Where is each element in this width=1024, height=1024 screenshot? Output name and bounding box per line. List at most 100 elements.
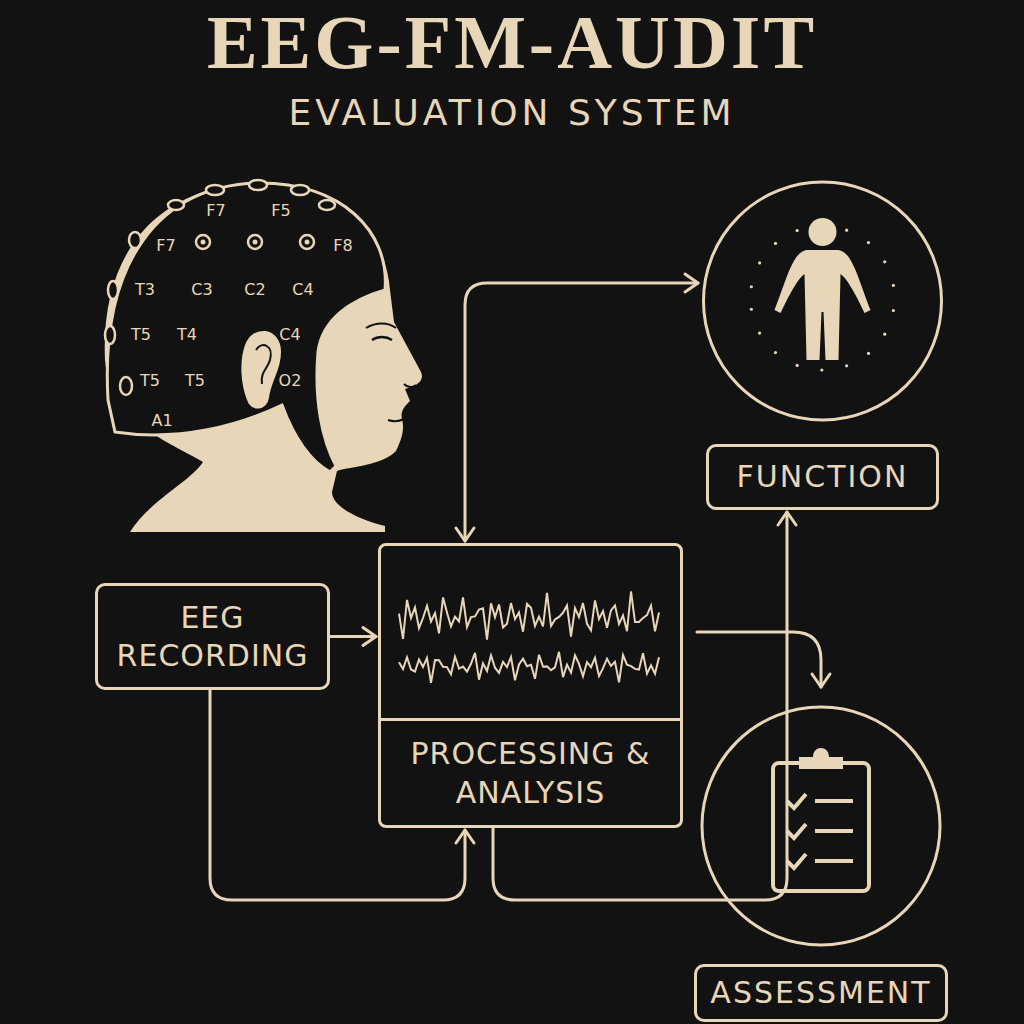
head-silhouette [105, 183, 422, 532]
eeg-waveform [399, 652, 659, 683]
eeg-waveform [399, 592, 659, 640]
node-label: ASSESSMENT [710, 975, 931, 1011]
connector-line [330, 635, 376, 638]
diagram-title: EEG-FM-AUDIT [207, 2, 817, 82]
aura-dot [750, 285, 753, 288]
electrode-label: A1 [151, 412, 172, 430]
analysis-box: PROCESSING & ANALYSIS [378, 543, 683, 828]
edge-electrode [249, 180, 267, 190]
electrode [300, 235, 314, 249]
waveform-panel [381, 546, 680, 716]
icon-circle [684, 705, 958, 949]
label-box: ASSESSMENT [694, 964, 947, 1022]
electrode-label: T4 [177, 326, 197, 344]
arrowhead [456, 830, 474, 843]
arrowhead [456, 528, 474, 541]
node-label: FUNCTION [737, 459, 909, 495]
aura-dot [796, 229, 799, 232]
aura-dot [758, 331, 761, 334]
clipboard-clip [799, 748, 843, 769]
outline-circle [702, 707, 940, 945]
electrode-label: O2 [279, 372, 302, 390]
node-label: PROCESSING & ANALYSIS [395, 734, 666, 812]
edge-electrode [108, 281, 118, 299]
electrode-label: C3 [191, 281, 212, 299]
aura-dot [774, 351, 777, 354]
connector [330, 628, 376, 646]
check-mark [787, 794, 806, 808]
aura-dot [867, 352, 870, 355]
edge-electrode [319, 200, 335, 210]
edge-electrode [105, 326, 115, 344]
arrowhead [685, 274, 698, 292]
aura-dot [796, 364, 799, 367]
electrode [248, 235, 262, 249]
electrode-dot [253, 240, 258, 245]
arrowhead [812, 674, 830, 687]
nostril [404, 384, 416, 387]
check-mark [787, 824, 806, 838]
outline-circle [704, 182, 942, 420]
electrode-label: T5 [140, 372, 160, 390]
ear [240, 330, 282, 410]
aura-dot [883, 260, 886, 263]
aura-dot [820, 224, 823, 227]
edge-electrode [206, 185, 224, 195]
aura-dot [845, 364, 848, 367]
electrode-label: F7 [206, 202, 225, 220]
aura-dot [892, 284, 895, 287]
electrode-label: T3 [135, 281, 155, 299]
assessment-node: ASSESSMENT [684, 705, 958, 1022]
analysis-label-area: PROCESSING & ANALYSIS [381, 718, 680, 825]
check-line [815, 859, 853, 863]
electrode-label: C2 [244, 281, 265, 299]
electrode-dot [201, 240, 206, 245]
node-label: EEG RECORDING [112, 599, 313, 674]
electrode-label: T5 [185, 372, 205, 390]
check-mark [787, 854, 806, 868]
aura-dot [820, 368, 823, 371]
arrowhead [363, 628, 376, 646]
aura-dot [758, 261, 761, 264]
clipboard-board [773, 763, 869, 891]
electrode [196, 235, 210, 249]
figure-head [809, 218, 837, 246]
function-node: FUNCTION [700, 180, 945, 510]
electrode-dots [201, 240, 310, 245]
aura-dot [867, 241, 870, 244]
connector [697, 632, 830, 687]
subtitle: EVALUATION SYSTEM [289, 92, 736, 133]
eye [372, 337, 392, 340]
connector-line [697, 632, 821, 687]
aura-dot [892, 309, 895, 312]
edge-electrode [120, 377, 132, 395]
cap-electrodes [105, 180, 335, 395]
electrode-label: F7 [156, 237, 175, 255]
electrode-label: F8 [333, 237, 352, 255]
electrode-label: T5 [131, 326, 151, 344]
aura-dot [774, 242, 777, 245]
edge-electrode [291, 185, 309, 195]
aura-dot [845, 229, 848, 232]
mouth [388, 419, 404, 421]
electrode-dot [305, 240, 310, 245]
brow [366, 324, 396, 329]
electrode-label: F5 [271, 202, 290, 220]
arrowhead [778, 512, 796, 525]
ear-inner [256, 345, 271, 384]
aura-dot [750, 308, 753, 311]
electrode-label: C4 [292, 281, 313, 299]
check-line [815, 829, 853, 833]
edge-electrode [168, 200, 184, 210]
electrode-label: C4 [279, 326, 300, 344]
eeg-cap [107, 183, 385, 472]
process-box: EEG RECORDING [95, 583, 330, 690]
connector-line [465, 283, 698, 541]
icon-circle [700, 180, 945, 424]
edge-electrode [129, 232, 141, 248]
connector [456, 274, 698, 541]
aura-dot [883, 333, 886, 336]
label-box: FUNCTION [706, 444, 939, 510]
human-figure [775, 250, 871, 360]
